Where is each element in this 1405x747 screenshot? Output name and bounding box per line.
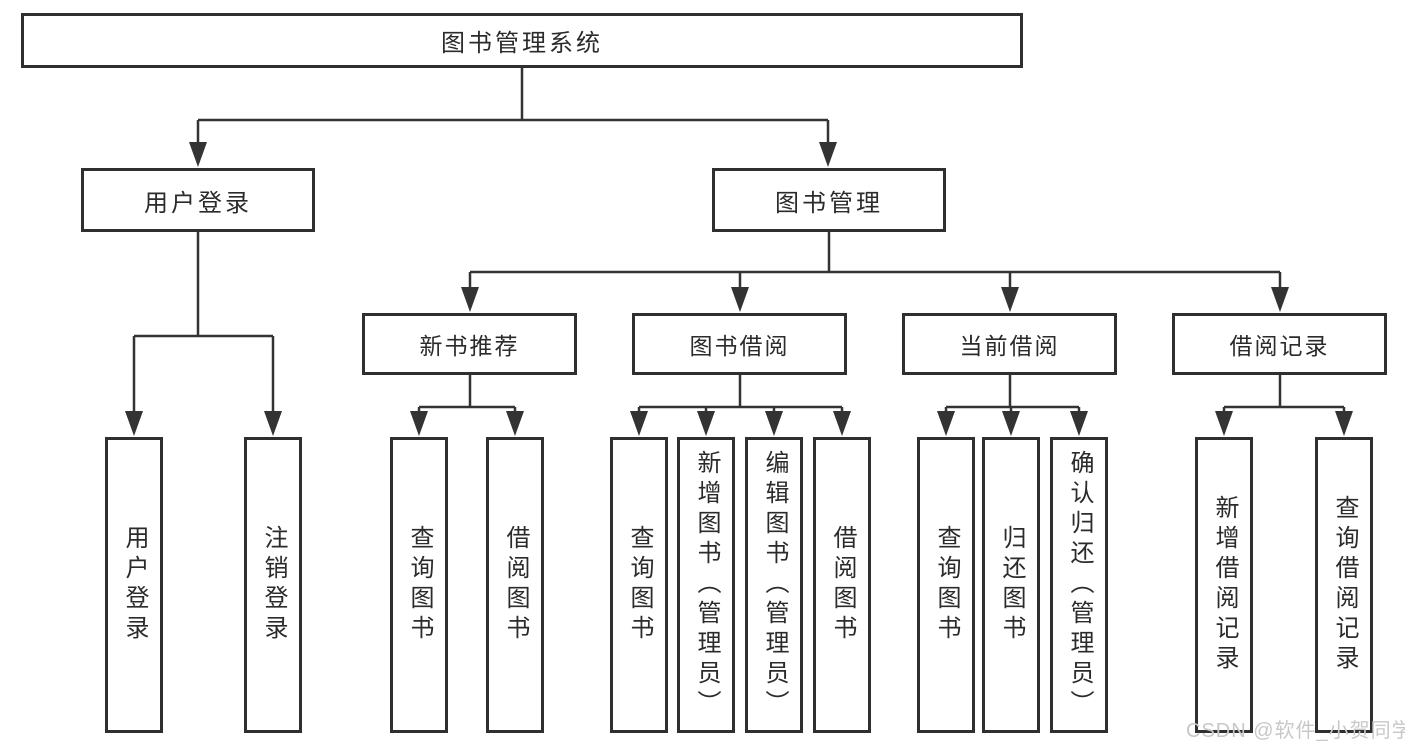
arrow-down-icon (189, 142, 207, 167)
arrow-down-icon (765, 411, 783, 436)
node-leaf-query-books-3: 查询图书 (917, 437, 975, 733)
node-new-book-recommend: 新书推荐 (362, 313, 577, 375)
connector-current-borrow (944, 375, 1081, 411)
arrow-down-icon (1215, 411, 1233, 436)
arrow-down-icon (1001, 287, 1019, 312)
connector-new-book-recommend (417, 375, 517, 411)
node-label: 图书管理系统 (441, 30, 603, 57)
node-label: 查询借阅记录 (1331, 495, 1358, 675)
node-label: 借阅记录 (1229, 333, 1330, 359)
node-leaf-return-books: 归还图书 (982, 437, 1040, 733)
connector-borrow-records (1222, 375, 1346, 411)
node-leaf-add-borrow-record: 新增借阅记录 (1195, 437, 1253, 733)
arrow-down-icon (1335, 411, 1353, 436)
connector-root (196, 68, 830, 142)
node-leaf-confirm-return-admin: 确认归还（管理员） (1050, 437, 1108, 733)
node-book-borrow: 图书借阅 (632, 313, 847, 375)
node-label: 图书管理 (775, 189, 883, 217)
node-label: 归还图书 (998, 525, 1025, 645)
node-user-login: 用户登录 (81, 168, 315, 232)
arrow-down-icon (731, 287, 749, 312)
arrow-down-icon (264, 411, 282, 436)
arrow-down-icon (697, 411, 715, 436)
node-label: 新书推荐 (419, 333, 520, 359)
node-leaf-query-books-1: 查询图书 (390, 437, 448, 733)
connector-book-management (468, 232, 1282, 287)
node-library-management-system: 图书管理系统 (21, 13, 1023, 68)
node-leaf-add-books-admin: 新增图书（管理员） (677, 437, 735, 733)
arrow-down-icon (1070, 411, 1088, 436)
node-label: 当前借阅 (959, 333, 1060, 359)
arrow-down-icon (1271, 287, 1289, 312)
connector-paths (132, 68, 1346, 411)
arrow-down-icon (410, 411, 428, 436)
node-leaf-logout: 注销登录 (244, 437, 302, 733)
node-label: 新增借阅记录 (1211, 495, 1238, 675)
node-label: 查询图书 (626, 525, 653, 645)
watermark: CSDN @软件_小贺同学 (1186, 720, 1405, 742)
arrowheads (125, 142, 1353, 436)
node-label: 新增图书（管理员） (693, 450, 720, 720)
arrow-down-icon (506, 411, 524, 436)
node-current-borrow: 当前借阅 (902, 313, 1117, 375)
arrow-down-icon (630, 411, 648, 436)
node-leaf-user-login: 用户登录 (105, 437, 163, 733)
node-leaf-borrow-books-1: 借阅图书 (486, 437, 544, 733)
arrow-down-icon (1002, 411, 1020, 436)
node-label: 查询图书 (933, 525, 960, 645)
node-label: 图书借阅 (689, 333, 790, 359)
node-borrow-records: 借阅记录 (1172, 313, 1387, 375)
node-label: 查询图书 (406, 525, 433, 645)
node-label: 编辑图书（管理员） (761, 450, 788, 720)
arrow-down-icon (819, 142, 837, 167)
node-leaf-query-books-2: 查询图书 (610, 437, 668, 733)
node-label: 确认归还（管理员） (1066, 450, 1093, 720)
node-label: 注销登录 (260, 525, 287, 645)
arrow-down-icon (833, 411, 851, 436)
node-book-management: 图书管理 (712, 168, 946, 232)
arrow-down-icon (125, 411, 143, 436)
connector-book-borrow (637, 375, 844, 411)
arrow-down-icon (461, 287, 479, 312)
node-label: 借阅图书 (829, 525, 856, 645)
node-label: 用户登录 (121, 525, 148, 645)
arrow-down-icon (937, 411, 955, 436)
node-leaf-edit-books-admin: 编辑图书（管理员） (745, 437, 803, 733)
node-leaf-borrow-books-2: 借阅图书 (813, 437, 871, 733)
connector-user-login (132, 232, 275, 411)
node-label: 借阅图书 (502, 525, 529, 645)
node-label: 用户登录 (144, 189, 252, 217)
node-leaf-query-borrow-record: 查询借阅记录 (1315, 437, 1373, 733)
